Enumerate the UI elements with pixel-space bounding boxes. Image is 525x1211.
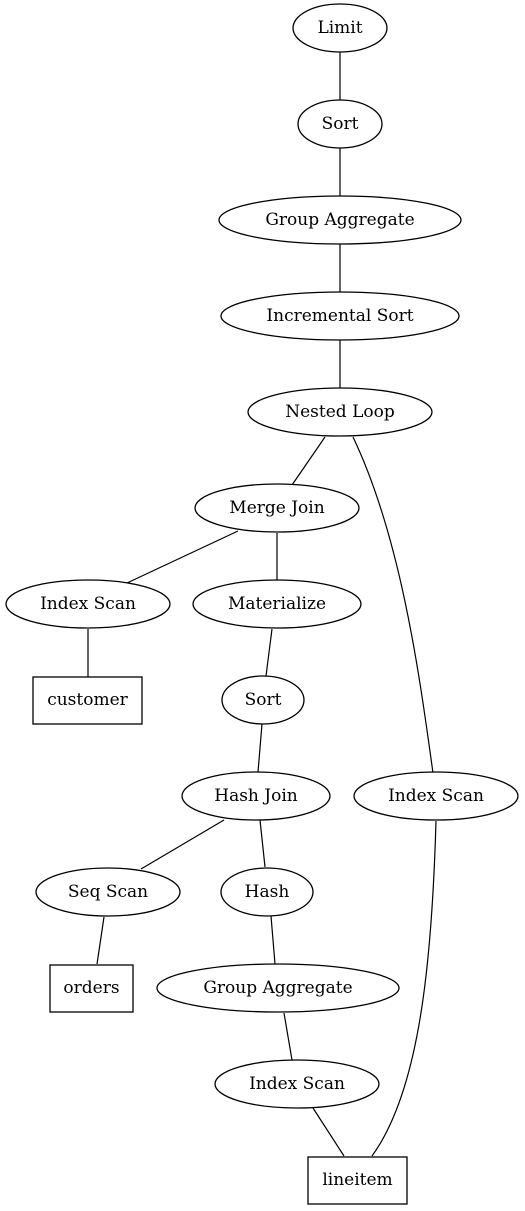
- node-group-aggregate-bottom: Group Aggregate: [156, 963, 400, 1013]
- node-sort-top-shape: [297, 99, 383, 149]
- node-index-scan-customer-label: Index Scan: [40, 594, 136, 614]
- edge-merge-join-index-scan: [126, 530, 239, 584]
- edge-hash-join-hash: [259, 819, 266, 868]
- node-merge-join: Merge Join: [194, 483, 360, 533]
- node-index-scan-lineitem-right-label: Index Scan: [388, 786, 484, 806]
- node-materialize-shape: [192, 579, 362, 629]
- edge-nested-loop-index-scan: [352, 436, 434, 774]
- node-group-aggregate-bottom-shape: [156, 963, 400, 1013]
- node-index-scan-lineitem-bottom-label: Index Scan: [249, 1074, 345, 1094]
- node-orders-shape: [49, 964, 134, 1013]
- node-group-aggregate-top: Group Aggregate: [218, 195, 462, 245]
- node-seq-scan-label: Seq Scan: [68, 882, 148, 902]
- node-sort-top: Sort: [297, 99, 383, 149]
- node-index-scan-lineitem-bottom: Index Scan: [214, 1059, 380, 1109]
- node-sort-mid: Sort: [221, 675, 305, 725]
- edge-hash-group-aggregate: [270, 915, 276, 965]
- node-index-scan-lineitem-right: Index Scan: [353, 771, 519, 821]
- node-merge-join-shape: [194, 483, 360, 533]
- node-incremental-sort-label: Incremental Sort: [266, 306, 413, 326]
- node-lineitem-label: lineitem: [322, 1170, 392, 1190]
- node-index-scan-lineitem-bottom-shape: [214, 1059, 380, 1109]
- node-index-scan-customer: Index Scan: [5, 579, 171, 629]
- node-sort-mid-shape: [221, 675, 305, 725]
- node-customer-label: customer: [47, 690, 128, 710]
- node-seq-scan-shape: [35, 867, 181, 917]
- node-limit-shape: [292, 3, 388, 53]
- edge-seq-scan-orders: [96, 916, 105, 965]
- node-customer: customer: [32, 676, 143, 725]
- edge-index-scan-right-lineitem: [371, 820, 437, 1157]
- node-limit: Limit: [292, 3, 388, 53]
- node-merge-join-label: Merge Join: [229, 498, 324, 518]
- node-hash-join-label: Hash Join: [214, 786, 298, 806]
- node-lineitem: lineitem: [307, 1156, 408, 1205]
- node-limit-label: Limit: [317, 18, 362, 38]
- node-incremental-sort-shape: [220, 291, 460, 341]
- edges: [87, 52, 437, 1157]
- node-sort-mid-label: Sort: [245, 690, 282, 710]
- node-orders-label: orders: [63, 978, 119, 998]
- node-hash-join-shape: [181, 771, 331, 821]
- node-incremental-sort: Incremental Sort: [220, 291, 460, 341]
- node-customer-shape: [32, 676, 143, 725]
- edge-hash-join-seq-scan: [140, 819, 225, 870]
- node-lineitem-shape: [307, 1156, 408, 1205]
- node-nested-loop-label: Nested Loop: [285, 402, 395, 422]
- node-materialize: Materialize: [192, 579, 362, 629]
- node-hash-join: Hash Join: [181, 771, 331, 821]
- node-nested-loop-shape: [247, 387, 433, 437]
- node-index-scan-lineitem-right-shape: [353, 771, 519, 821]
- node-group-aggregate-top-shape: [218, 195, 462, 245]
- node-hash-shape: [220, 867, 314, 917]
- node-orders: orders: [49, 964, 134, 1013]
- node-hash-label: Hash: [245, 882, 290, 902]
- node-hash: Hash: [220, 867, 314, 917]
- edge-nested-loop-merge-join: [291, 436, 326, 486]
- node-materialize-label: Materialize: [228, 594, 326, 614]
- edge-materialize-sort: [265, 628, 273, 677]
- node-nested-loop: Nested Loop: [247, 387, 433, 437]
- edge-index-scan-lineitem: [312, 1107, 345, 1157]
- node-group-aggregate-bottom-label: Group Aggregate: [203, 978, 352, 998]
- edge-group-aggregate-index-scan: [283, 1012, 293, 1061]
- node-seq-scan: Seq Scan: [35, 867, 181, 917]
- edge-sort-hash-join: [257, 723, 263, 773]
- node-index-scan-customer-shape: [5, 579, 171, 629]
- node-group-aggregate-top-label: Group Aggregate: [265, 210, 414, 230]
- node-sort-top-label: Sort: [322, 114, 359, 134]
